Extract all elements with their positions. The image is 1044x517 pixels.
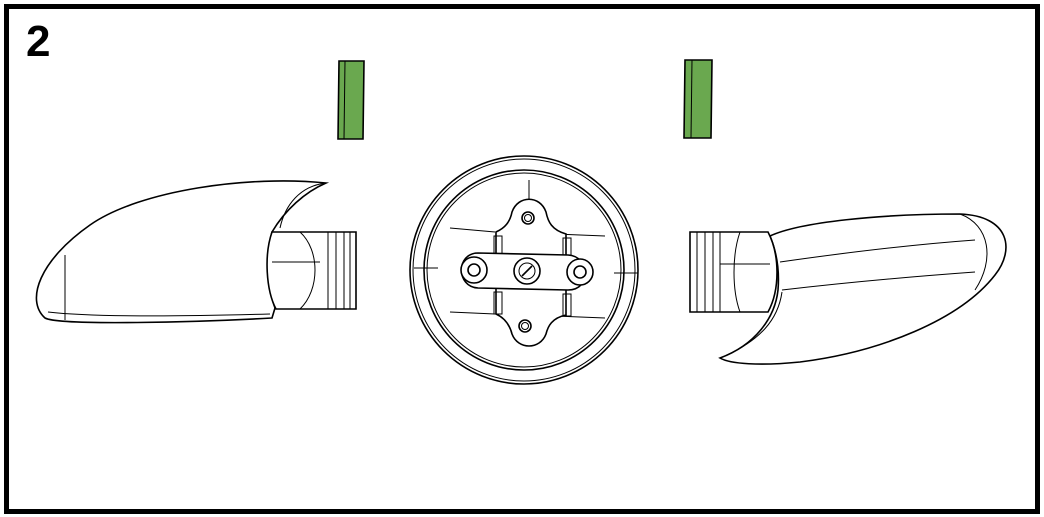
- center-mount-plate: [409, 155, 639, 385]
- step-number: 2: [26, 17, 51, 66]
- diagram-frame: [4, 4, 1040, 514]
- right-shell: [689, 213, 1007, 365]
- left-pin: [337, 60, 365, 140]
- right-pin: [683, 59, 713, 139]
- left-shell: [35, 180, 357, 324]
